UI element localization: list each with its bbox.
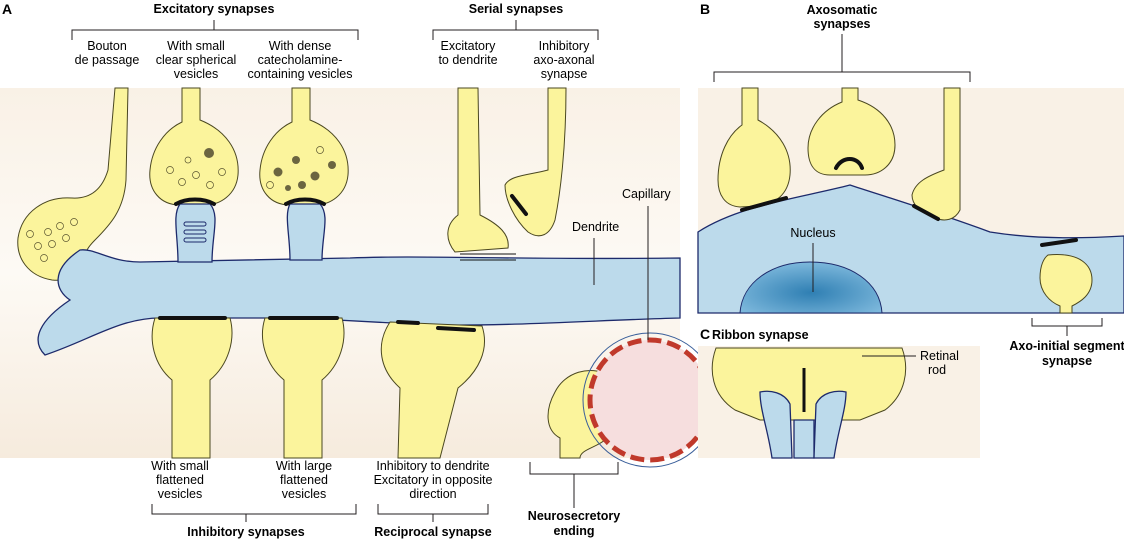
- dense-vesicle-label-1: With dense: [269, 39, 332, 53]
- dense-vesicle-label-3: containing vesicles: [248, 67, 353, 81]
- small-flattened-axon: [151, 317, 233, 459]
- panel-b-label: B: [700, 1, 710, 17]
- serial-bracket: [432, 20, 599, 40]
- small-vesicle-label-3: vesicles: [174, 67, 218, 81]
- dense-vesicles: [266, 146, 336, 191]
- psd-2: [284, 197, 326, 206]
- bipolar-process-3: [813, 390, 847, 459]
- reciprocal-heading: Reciprocal synapse: [374, 525, 491, 539]
- reciprocal-axon: [380, 321, 486, 459]
- serial-inhibitory-axon: [504, 87, 567, 237]
- axo-initial-label-2: synapse: [1042, 354, 1092, 368]
- small-vesicle-label-1: With small: [167, 39, 225, 53]
- axosomatic-axon-2: [807, 87, 896, 176]
- reciprocal-membrane-1: [396, 320, 420, 325]
- nucleus: [739, 261, 883, 314]
- axosomatic-contact-3: [912, 204, 940, 221]
- inh-small-label-3: vesicles: [158, 487, 202, 501]
- panel-a-label: A: [2, 1, 12, 17]
- bipolar-process-2: [793, 419, 815, 459]
- dendrite-a: [37, 249, 681, 356]
- reciprocal-label-1: Inhibitory to dendrite: [376, 459, 489, 473]
- axosomatic-label-2: synapses: [814, 17, 871, 31]
- excitatory-bracket: [71, 20, 359, 40]
- inhibitory-bracket: [151, 504, 357, 522]
- axo-initial-contact: [1040, 238, 1078, 247]
- excitatory-heading: Excitatory synapses: [154, 2, 275, 16]
- bouton-de-passage-axon: [17, 87, 129, 281]
- psd-1: [174, 197, 216, 206]
- retinal-label-2: rod: [928, 363, 946, 377]
- dense-vesicle-label-2: catecholamine-: [258, 53, 343, 67]
- axosomatic-label-1: Axosomatic: [807, 3, 878, 17]
- small-vesicles: [166, 148, 226, 189]
- bouton-label-2: de passage: [75, 53, 140, 67]
- inh-large-label-3: vesicles: [282, 487, 326, 501]
- reciprocal-label-3: direction: [409, 487, 456, 501]
- capillary-label: Capillary: [622, 187, 671, 201]
- axosomatic-contact-1: [740, 196, 788, 212]
- dendrite-label: Dendrite: [572, 220, 619, 234]
- serial-inh-label-1: Inhibitory: [539, 39, 590, 53]
- inh-small-label-2: flattened: [156, 473, 204, 487]
- reciprocal-bracket: [377, 504, 489, 522]
- neurosecretory-bracket: [529, 462, 619, 508]
- large-flattened-axon: [262, 317, 345, 459]
- serial-inh-label-3: synapse: [541, 67, 588, 81]
- axo-axonal-contact: [510, 194, 528, 216]
- axosomatic-bracket: [713, 34, 971, 82]
- serial-excitatory-axon: [447, 87, 509, 253]
- serial-membrane: [460, 253, 516, 261]
- neurosecretory-label-1: Neurosecretory: [528, 509, 620, 523]
- retinal-label-1: Retinal: [920, 349, 959, 363]
- small-vesicle-label-2: clear spherical: [156, 53, 237, 67]
- bipolar-process-1: [759, 390, 793, 459]
- spine-2: [286, 203, 326, 261]
- neurosecretory-label-2: ending: [554, 524, 595, 538]
- axo-initial-axon: [1039, 254, 1093, 314]
- nucleus-label: Nucleus: [790, 226, 835, 240]
- serial-exc-label-1: Excitatory: [441, 39, 497, 53]
- axo-initial-bracket: [1031, 318, 1103, 336]
- inh-small-label-1: With small: [151, 459, 209, 473]
- inhibitory-heading: Inhibitory synapses: [187, 525, 304, 539]
- reciprocal-membrane-2: [436, 326, 476, 332]
- axosomatic-contact-2: [834, 157, 864, 170]
- bouton-vesicles: [26, 218, 78, 262]
- inh-large-label-1: With large: [276, 459, 332, 473]
- panel-c-label: C: [700, 326, 710, 342]
- bouton-label-1: Bouton: [87, 39, 127, 53]
- ribbon-heading: Ribbon synapse: [712, 328, 809, 342]
- serial-heading: Serial synapses: [469, 2, 564, 16]
- reciprocal-label-2: Excitatory in opposite: [374, 473, 493, 487]
- retinal-rod-terminal: [711, 347, 907, 421]
- spine-apparatus-1: [183, 221, 207, 243]
- axo-initial-label-1: Axo-initial segment: [1009, 339, 1124, 353]
- capillary-lumen: [587, 337, 713, 463]
- serial-exc-label-2: to dendrite: [438, 53, 497, 67]
- inh-large-label-2: flattened: [280, 473, 328, 487]
- serial-inh-label-2: axo-axonal: [533, 53, 594, 67]
- spine-1: [175, 203, 216, 263]
